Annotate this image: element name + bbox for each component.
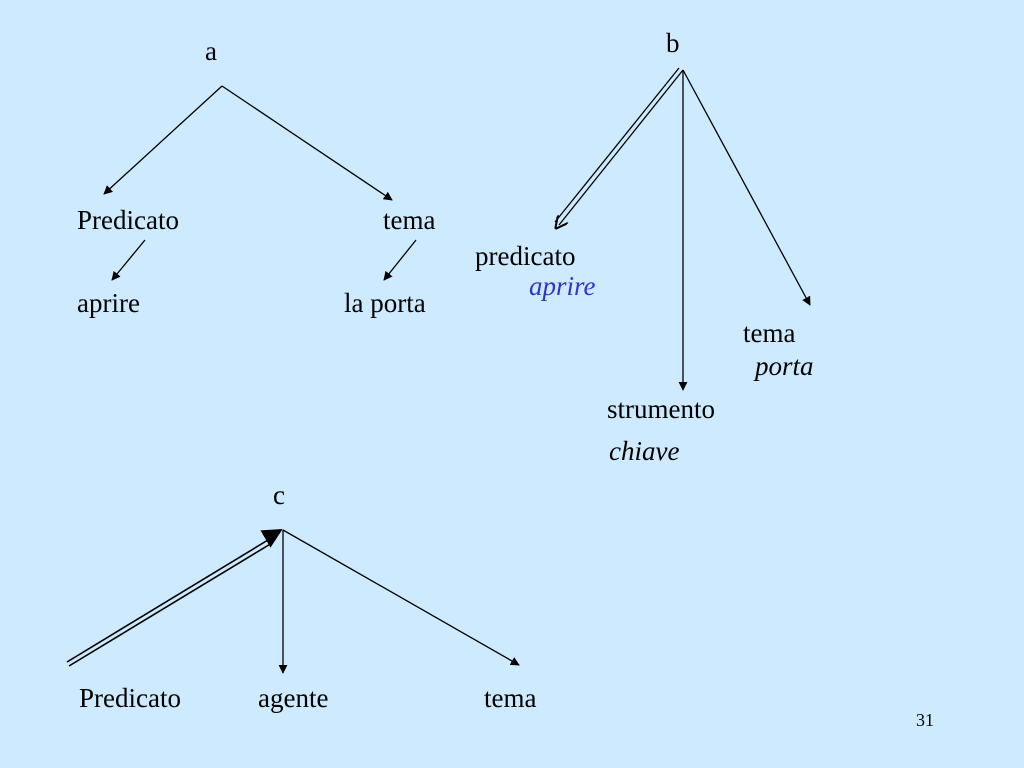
edge-b-predicato-outer [558, 69, 684, 226]
tree-b-tema: tema [743, 318, 796, 348]
tree-a-la-porta: la porta [344, 288, 426, 318]
tree-b-root: b [666, 28, 680, 58]
tree-b-strumento: strumento [607, 394, 715, 424]
page-number: 31 [916, 710, 934, 730]
edge-c-predicato-inner [68, 542, 273, 667]
edge-a-aprire [111, 239, 146, 281]
tree-b-porta: porta [755, 351, 814, 381]
edge-c-tema [282, 529, 520, 666]
edge-c-predicato-outer [66, 539, 269, 663]
tree-a-root: a [205, 36, 217, 66]
tree-b-chiave: chiave [609, 436, 680, 466]
tree-b-aprire: aprire [529, 271, 596, 301]
tree-a-tema: tema [383, 205, 436, 235]
tree-c-root: c [273, 480, 285, 510]
tree-a-predicato: Predicato [77, 205, 179, 235]
tree-c-tema: tema [484, 683, 537, 713]
edge-a-predicato [103, 85, 223, 195]
tree-c-predicato: Predicato [79, 683, 181, 713]
edge-a-tema [221, 85, 393, 201]
tree-b-predicato: predicato [475, 241, 576, 271]
tree-c-agente: agente [258, 683, 329, 713]
tree-a-aprire: aprire [77, 288, 140, 318]
edge-c-predicato-head [260, 528, 283, 548]
edge-b-tema [682, 69, 811, 306]
edge-a-la-porta [383, 239, 417, 281]
edge-b-predicato-inner [554, 67, 680, 223]
